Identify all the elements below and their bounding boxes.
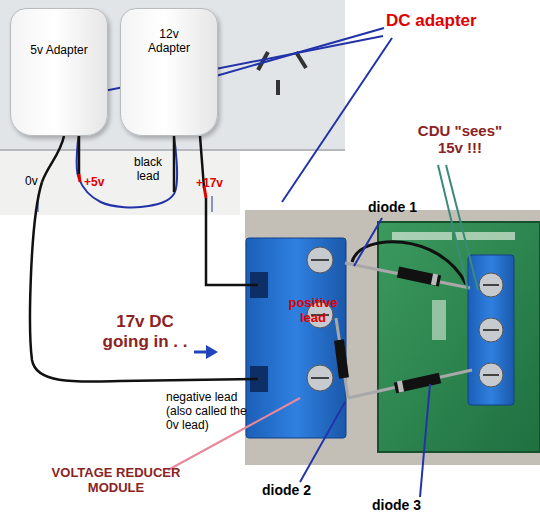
part-name: diode 1 [368, 199, 417, 215]
terminal-screw [307, 365, 333, 391]
diode-band [398, 386, 403, 387]
diode-lead [348, 370, 472, 398]
voltage-label: 0v [25, 175, 38, 189]
direction-arrow [206, 345, 218, 359]
leader-line [438, 165, 468, 290]
screw-slot [311, 377, 329, 379]
diode-lead [336, 318, 348, 398]
part-name: diode 2 [262, 482, 311, 498]
voltage-label: +5v [84, 176, 104, 190]
loop-wire [352, 242, 466, 284]
adapter-cord [78, 136, 81, 174]
power-strip [0, 0, 345, 150]
module-photo [245, 210, 540, 465]
wire-label: positive lead [280, 296, 346, 326]
negative-wire [30, 182, 258, 382]
leader-line [446, 165, 478, 290]
leader-line [300, 402, 345, 482]
terminal-screw [479, 363, 503, 387]
board-marking [432, 300, 446, 340]
diode-lead [345, 263, 470, 288]
adapter-box: 5v Adapter [10, 8, 108, 136]
wire-connector [77, 136, 177, 207]
positive-stub [79, 174, 80, 182]
voltage-label: +17v [196, 177, 223, 191]
terminal-screw [479, 318, 503, 342]
adapter-label: 12v Adapter [139, 27, 199, 56]
diode-body [339, 340, 344, 378]
part-name: VOLTAGE REDUCER MODULE [36, 466, 196, 496]
screw-slot [483, 374, 499, 376]
screw-slot [483, 284, 499, 286]
diode-band [432, 279, 437, 280]
board-marking [392, 232, 452, 240]
diode-body [398, 272, 440, 281]
terminal-screw [479, 273, 503, 297]
terminal-screw [307, 247, 333, 273]
socket-slot [276, 80, 280, 95]
adapter-cord [42, 136, 64, 182]
callout-text: 17v DC going in . . [94, 312, 196, 351]
leader-line [420, 384, 430, 497]
diode-body [395, 378, 440, 388]
callout-text: DC adapter [386, 11, 477, 31]
wire-label: black lead [126, 156, 170, 184]
screw-slot [483, 329, 499, 331]
adapter-cord [173, 136, 176, 192]
leader-line [282, 38, 392, 202]
direction-arrow [194, 351, 208, 354]
tick-mark [212, 196, 213, 212]
positive-wire [206, 198, 258, 285]
adapter-box: 12v Adapter [120, 8, 218, 136]
strip-edge [0, 149, 345, 151]
socket-slot [296, 52, 306, 68]
leader-line [354, 218, 382, 266]
terminal-block [246, 238, 346, 438]
adapter-label: 5v Adapter [29, 43, 89, 57]
part-name: diode 3 [372, 497, 421, 513]
screw-slot [311, 259, 329, 261]
wire-label: negative lead (also called the 0v lead) [166, 391, 258, 432]
callout-text: CDU "sees" 15v !!! [404, 122, 516, 157]
